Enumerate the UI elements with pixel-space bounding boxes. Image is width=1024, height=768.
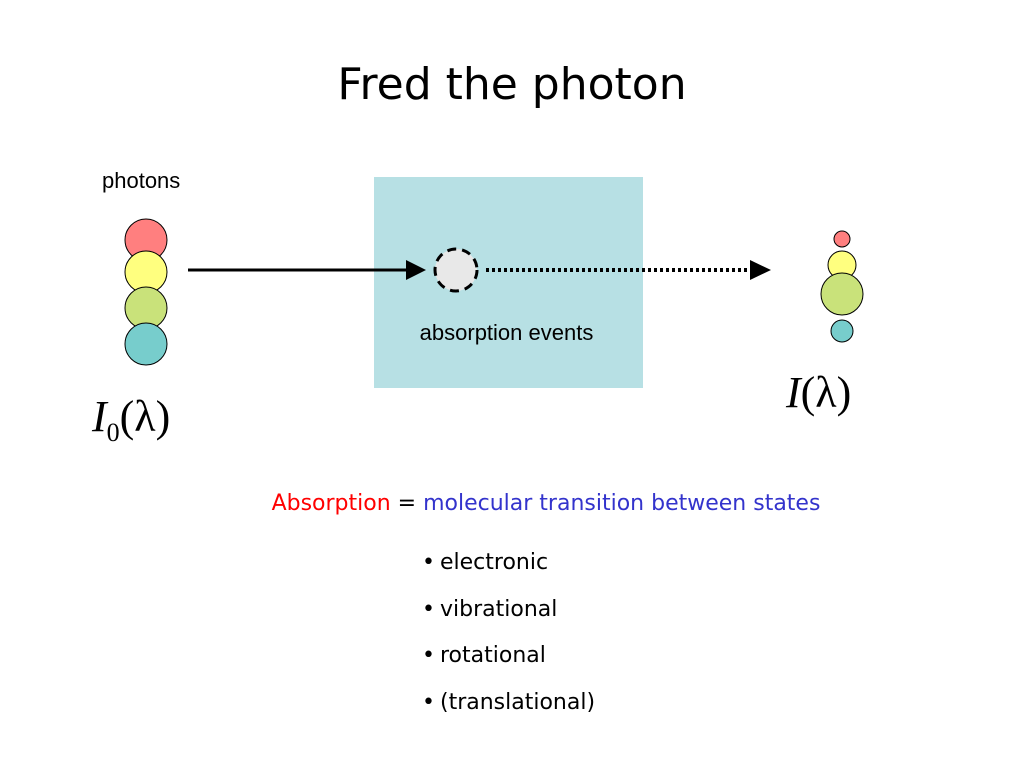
bullet-icon: •: [422, 596, 435, 622]
green-photon-transmitted: [820, 272, 864, 316]
incident-intensity-symbol: I: [92, 392, 107, 441]
transmitted-intensity-label: I(λ): [786, 368, 851, 418]
bullet-icon: •: [422, 550, 435, 575]
bullet-icon: •: [422, 689, 435, 715]
definition-term: Absorption: [271, 491, 391, 516]
incident-intensity-subscript: 0: [106, 418, 120, 447]
incident-arrowhead: [406, 260, 426, 280]
cyan-photon-incident: [124, 322, 168, 366]
list-item: •rotational: [422, 641, 595, 688]
slide-title: Fred the photon: [337, 59, 687, 110]
list-item-label: vibrational: [440, 596, 558, 622]
absorbed-photon: [433, 247, 479, 293]
cyan-photon-transmitted: [830, 319, 854, 343]
list-item: •(translational): [422, 688, 595, 735]
incident-intensity-argument: (λ): [119, 392, 171, 441]
incident-intensity-label: I0(λ): [92, 392, 170, 458]
transmitted-photons: [820, 230, 864, 343]
bullet-icon: •: [422, 643, 435, 668]
absorption-box: [374, 177, 643, 388]
photons-label: photons: [102, 168, 181, 193]
list-item-label: electronic: [440, 550, 549, 575]
list-item-label: rotational: [440, 643, 546, 668]
incident-photons: [124, 218, 168, 366]
transmitted-arrowhead: [750, 260, 771, 280]
definition-meaning: molecular transition between states: [423, 491, 821, 516]
definition-equals: =: [397, 491, 417, 516]
absorption-events-label: absorption events: [419, 320, 594, 345]
list-item-label: (translational): [440, 689, 596, 715]
red-photon-transmitted: [833, 230, 851, 248]
transmitted-intensity-argument: (λ): [800, 368, 852, 417]
list-item: •vibrational: [422, 595, 595, 642]
absorption-definition: Absorption = molecular transition betwee…: [0, 490, 1024, 518]
transmitted-intensity-symbol: I: [786, 368, 801, 417]
list-item: •electronic: [422, 548, 595, 595]
state-list: •electronic •vibrational •rotational •(t…: [422, 548, 595, 734]
